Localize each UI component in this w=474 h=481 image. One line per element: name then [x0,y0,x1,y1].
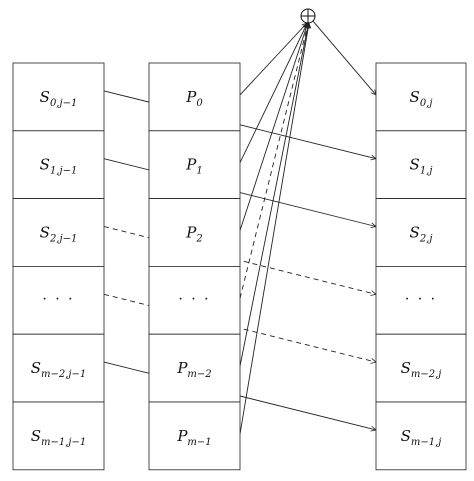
cell-label-base: S [40,88,50,106]
cell-label: Sm−1,j−1 [31,427,87,448]
cell-box [375,62,467,132]
cell-box [148,198,241,267]
s-prev-cell-1: S1,j−1 [12,130,105,200]
ellipsis-label: · · · [405,291,437,307]
p-cell-4: Pm−2 [148,333,241,403]
xor-input-arrow-0 [239,23,307,96]
xor-node [300,8,316,24]
state-prev-column: S0,j−1S1,j−1S2,j−1· · ·Sm−2,j−1Sm−1,j−1 [12,62,105,471]
cell-label: S1,j−1 [40,156,78,177]
cell-label-subscript: m−2,j−1 [41,369,86,380]
cell-box [375,198,467,267]
p-cell-2: P2 [148,198,241,267]
cell-label-subscript: 1 [196,166,202,177]
cell-label-base: S [410,224,420,242]
xor-input-arrow-4 [239,23,309,367]
cell-label-base: S [410,156,420,174]
cell-label-base: S [40,156,50,174]
cell-box [12,130,105,200]
cell-label: S2,j [410,224,433,245]
cell-label: S0,j−1 [40,88,78,109]
cell-box [375,333,467,403]
cell-label-base: P [176,359,188,377]
cell-label: S0,j [410,88,433,109]
ellipsis-label: · · · [42,291,74,307]
cell-label-subscript: m−1,j [411,437,442,448]
cell-label: P2 [185,224,202,245]
cell-label: P0 [185,88,203,109]
s-next-cell-2: S2,j [375,198,467,267]
cell-label-subscript: m−1 [187,437,211,448]
cell-label-subscript: 1,j [420,166,433,177]
cell-box [148,401,241,471]
xor-output-arrow [312,20,376,95]
s-prev-cell-4: Sm−2,j−1 [12,333,105,403]
columns-layer: S0,j−1S1,j−1S2,j−1· · ·Sm−2,j−1Sm−1,j−1P… [12,62,467,471]
cell-box [148,333,241,403]
cell-box [12,401,105,471]
cell-label: Sm−2,j [401,359,442,380]
s-next-cell-3: · · · [375,265,467,335]
xor-input-arrow-2 [239,23,308,231]
s-next-cell-5: Sm−1,j [375,401,467,471]
cell-box [148,62,241,132]
cell-label-base: S [401,427,411,445]
cell-label-base: P [185,156,197,174]
cell-box [148,265,241,335]
cell-label: Pm−1 [176,427,211,448]
cell-label: S2,j−1 [40,224,78,245]
cell-box [12,265,105,335]
cell-label-subscript: 2,j [419,234,433,245]
xor-input-arrow-3 [239,23,308,299]
cell-box [375,265,467,335]
p-cell-1: P1 [148,130,241,200]
cell-label-base: P [185,88,197,106]
cell-label-base: S [401,359,411,377]
xor-icon [300,8,316,24]
cell-label: S1,j [410,156,433,177]
s-next-cell-4: Sm−2,j [375,333,467,403]
s-next-cell-0: S0,j [375,62,467,132]
s-prev-cell-0: S0,j−1 [12,62,105,132]
cell-label-base: S [31,427,41,445]
cell-label-subscript: 0,j [420,98,433,109]
xor-input-arrow-1 [239,23,307,163]
cell-label-subscript: 2 [195,234,202,245]
cell-label-subscript: 0 [196,98,203,109]
cell-label-subscript: m−1,j−1 [41,437,86,448]
cell-label-subscript: m−2,j [411,369,442,380]
ellipsis-label: · · · [178,291,210,307]
p-cell-3: · · · [148,265,241,335]
cell-label: P1 [185,156,202,177]
s-prev-cell-2: S2,j−1 [12,198,105,267]
cell-box [375,130,467,200]
p-cell-5: Pm−1 [148,401,241,471]
cell-label: Sm−1,j [401,427,442,448]
cell-label: Pm−2 [176,359,211,380]
cell-label: Sm−2,j−1 [31,359,87,380]
cell-label-base: P [185,224,197,242]
cell-label-base: P [176,427,188,445]
cell-box [12,198,105,267]
cell-label-base: S [31,359,41,377]
cell-box [375,401,467,471]
state-next-column: S0,jS1,jS2,j· · ·Sm−2,jSm−1,j [375,62,467,471]
s-prev-cell-5: Sm−1,j−1 [12,401,105,471]
cell-label-subscript: m−2 [187,369,211,380]
cell-label-subscript: 1,j−1 [50,166,77,177]
xor-input-arrow-5 [239,23,309,434]
cell-label-subscript: 2,j−1 [49,234,77,245]
p-cell-0: P0 [148,62,241,132]
cell-label-base: S [40,224,50,242]
cell-label-base: S [410,88,420,106]
cell-box [148,130,241,200]
cell-box [12,62,105,132]
cell-box [12,333,105,403]
cell-label-subscript: 0,j−1 [50,98,77,109]
s-next-cell-1: S1,j [375,130,467,200]
s-prev-cell-3: · · · [12,265,105,335]
